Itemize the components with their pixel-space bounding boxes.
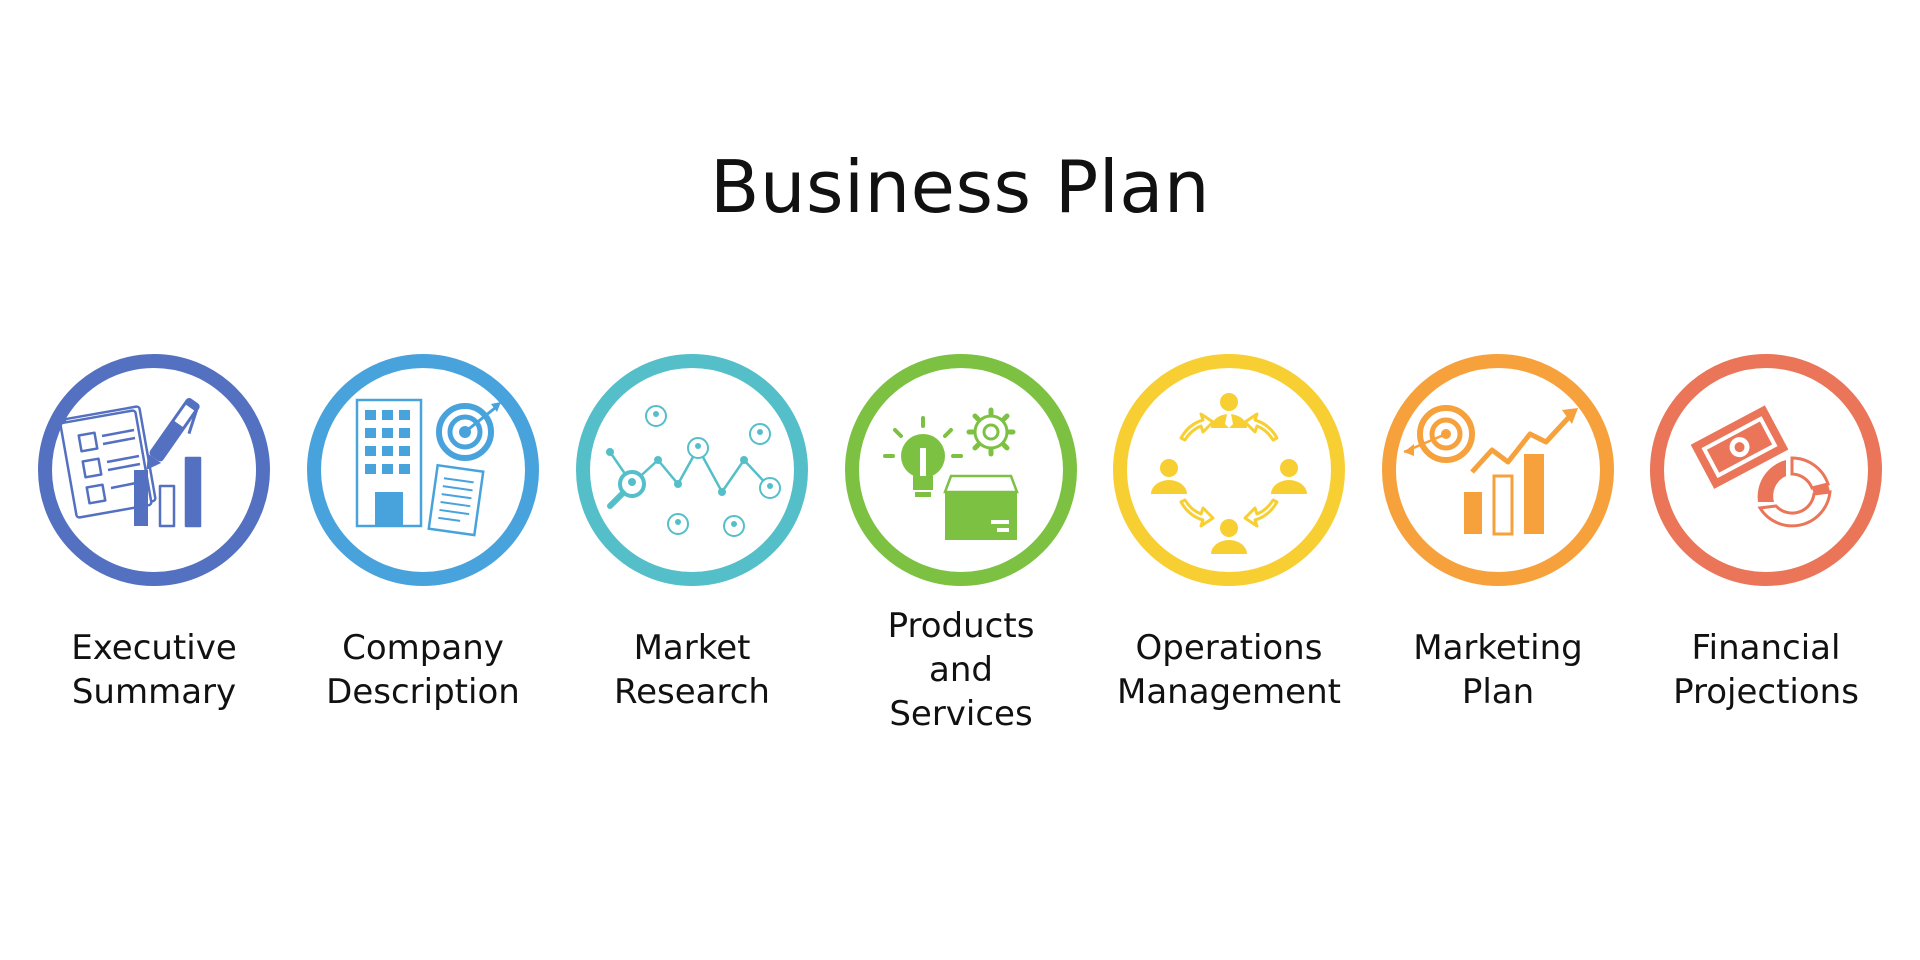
step-products-and-services: Products and Services [831,352,1091,736]
step-label: Company Description [326,628,520,712]
step-label: Marketing Plan [1413,628,1583,712]
target-growth-chart-icon [1382,354,1614,586]
step-operations-management: Operations Management [1099,352,1359,714]
people-cycle-icon [1113,354,1345,586]
step-company-description: Company Description [293,352,553,714]
page-title: Business Plan [709,145,1211,229]
step-label: Financial Projections [1673,628,1859,712]
step-financial-projections: Financial Projections [1636,352,1896,714]
building-target-document-icon [307,354,539,586]
step-label: Market Research [614,628,770,712]
lightbulb-gear-box-icon [845,354,1077,586]
step-executive-summary: Executive Summary [24,352,284,714]
business-plan-steps: Executive Summary [0,352,1920,772]
checklist-pen-chart-icon [38,354,270,586]
money-pie-chart-icon [1650,354,1882,586]
network-graph-magnifier-icon [576,354,808,586]
step-label: Products and Services [887,606,1035,734]
step-market-research: Market Research [562,352,822,714]
step-label: Operations Management [1117,628,1341,712]
step-marketing-plan: Marketing Plan [1368,352,1628,714]
step-label: Executive Summary [71,628,237,712]
